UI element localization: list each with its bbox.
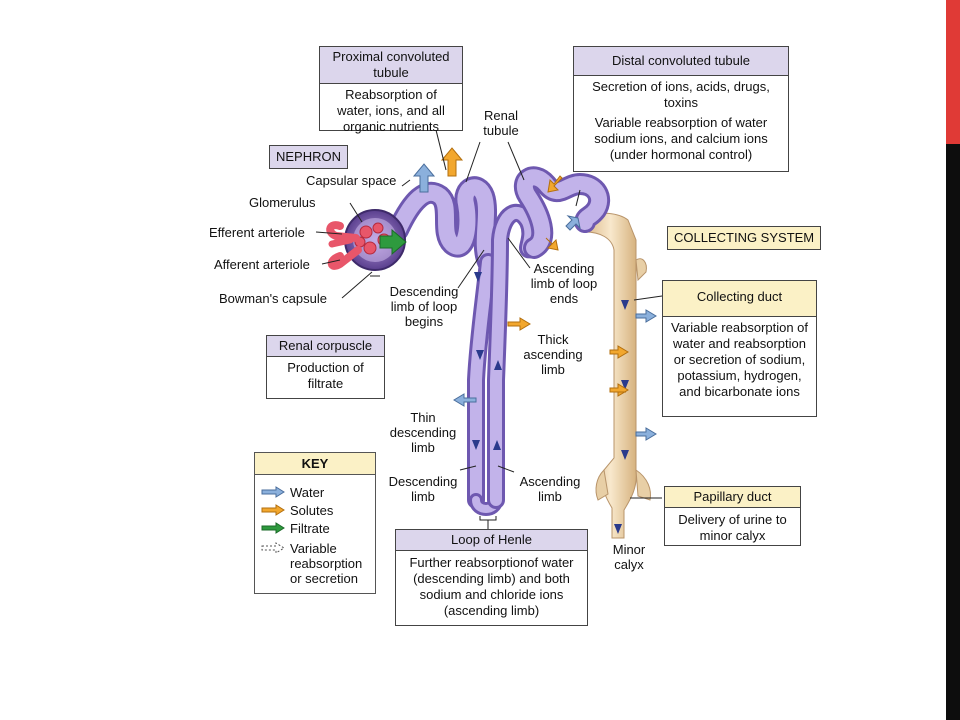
papillary-duct-body: Delivery of urine to minor calyx xyxy=(678,512,787,543)
collecting-duct-box: Collecting duct Variable reabsorption of… xyxy=(662,280,817,417)
loop-of-henle-body: Further reabsorptionof water (descending… xyxy=(409,555,574,618)
collecting-duct-body: Variable reabsorption of water and reabs… xyxy=(670,320,809,399)
efferent-arteriole-label: Efferent arteriole xyxy=(209,225,305,240)
key-item-water: Water xyxy=(261,485,324,500)
pct-body: Reabsorption of water, ions, and all org… xyxy=(337,87,445,134)
afferent-arteriole-label: Afferent arteriole xyxy=(214,257,310,272)
dct-header: Distal convoluted tubule xyxy=(574,47,788,76)
descending-limb-begins-label: Descending limb of loop begins xyxy=(389,284,459,329)
collecting-duct-header: Collecting duct xyxy=(663,281,816,317)
key-item-filtrate: Filtrate xyxy=(261,521,330,536)
key-item-label: Filtrate xyxy=(290,521,330,536)
filtrate-arrow xyxy=(379,228,407,256)
key-item-label: Solutes xyxy=(290,503,334,518)
papillary-duct-header: Papillary duct xyxy=(665,487,800,508)
key-item-label: Water xyxy=(290,485,325,500)
green-arrow-icon xyxy=(261,522,285,534)
renal-corpuscle-header: Renal corpuscle xyxy=(267,336,384,357)
orange-arrow-icon xyxy=(261,504,285,516)
bowmans-capsule-label: Bowman's capsule xyxy=(219,291,327,306)
renal-tubule-shape xyxy=(387,166,611,516)
water-arrows xyxy=(412,163,657,441)
capsular-space-label: Capsular space xyxy=(306,173,397,188)
key-item-solutes: Solutes xyxy=(261,503,333,518)
papillary-duct-box: Papillary duct Delivery of urine to mino… xyxy=(664,486,801,546)
dashed-arrow-icon xyxy=(261,542,285,554)
solute-arrows xyxy=(440,147,629,397)
pct-header: Proximal convoluted tubule xyxy=(320,47,462,84)
dct-box: Distal convoluted tubule Secretion of io… xyxy=(573,46,789,172)
renal-tubule-label: Renal tubule xyxy=(483,108,519,138)
key-title: KEY xyxy=(255,453,375,475)
collecting-duct-shape xyxy=(584,212,651,539)
leader-lines xyxy=(315,129,663,530)
ascending-limb-ends-label: Ascending limb of loop ends xyxy=(530,261,598,306)
collecting-system-tag: COLLECTING SYSTEM xyxy=(667,226,822,250)
pct-box: Proximal convoluted tubule Reabsorption … xyxy=(319,46,463,134)
renal-corpuscle-box: Renal corpuscle Production of filtrate xyxy=(266,335,385,399)
thin-descending-limb-label: Thin descending limb xyxy=(389,410,457,455)
blue-arrow-icon xyxy=(261,486,285,498)
minor-calyx-label: Minor calyx xyxy=(612,542,646,572)
thick-ascending-limb-label: Thick ascending limb xyxy=(523,332,583,377)
descending-limb-label: Descending limb xyxy=(388,474,458,504)
ascending-limb-label: Ascending limb xyxy=(519,474,581,504)
side-bar-black xyxy=(946,144,960,720)
flow-direction-arrows xyxy=(472,272,629,534)
dct-body-2: Variable reabsorption of water sodium io… xyxy=(594,115,768,162)
nephron-tag: NEPHRON xyxy=(269,145,349,169)
loop-of-henle-box: Loop of Henle Further reabsorptionof wat… xyxy=(395,529,588,626)
glomerulus-label: Glomerulus xyxy=(249,195,316,210)
renal-corpuscle-body: Production of filtrate xyxy=(287,360,364,391)
dct-body-1: Secretion of ions, acids, drugs, toxins xyxy=(592,79,770,110)
key-item-variable: Variable reabsorption or secretion xyxy=(261,541,373,586)
renal-corpuscle-shape xyxy=(326,209,406,271)
side-bar-red xyxy=(946,0,960,144)
loop-of-henle-header: Loop of Henle xyxy=(396,530,587,551)
key-item-label: Variable reabsorption or secretion xyxy=(290,541,363,586)
key-legend: KEY Water Solutes Filtrate Variable reab… xyxy=(254,452,376,594)
